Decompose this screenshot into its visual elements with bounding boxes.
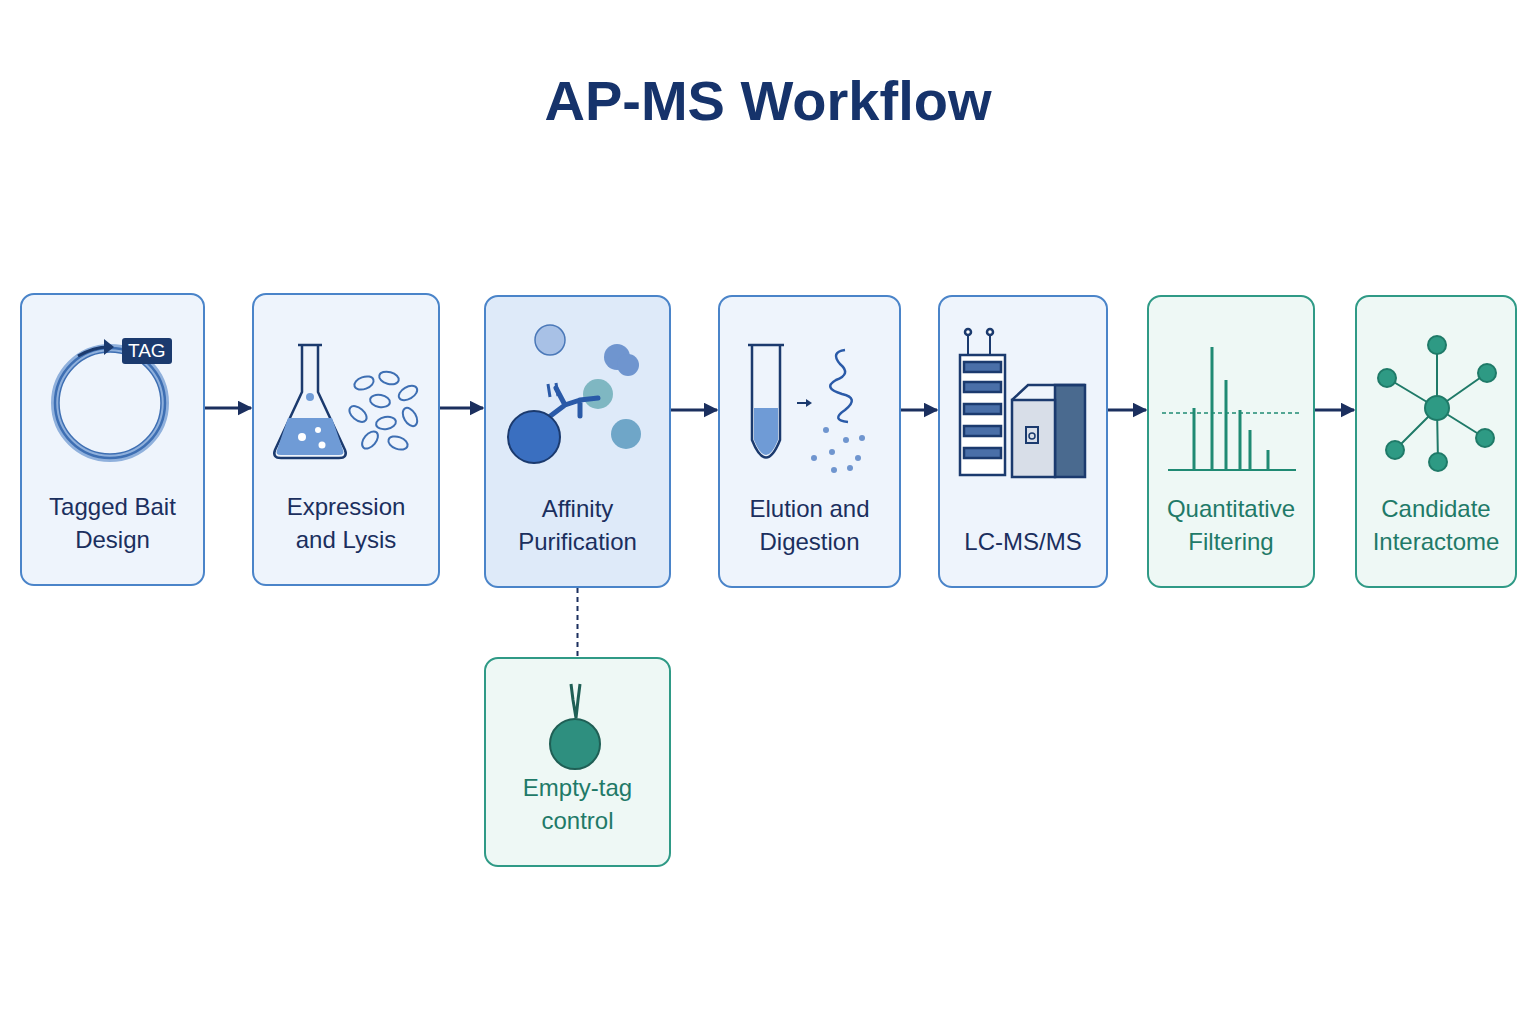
step-label: Empty-tag control: [498, 771, 657, 837]
tube-icon: [748, 345, 865, 473]
step-label: Elution and Digestion: [732, 492, 887, 558]
flow-arrow: [671, 409, 717, 412]
spectrum-icon: [1162, 347, 1302, 470]
flow-arrow: [440, 407, 483, 410]
bait-design-box: Tagged Bait Design: [20, 293, 205, 586]
lcms-box: LC-MS/MS: [938, 295, 1108, 588]
lcms-instrument-icon: [960, 329, 1085, 477]
flask-icon: [274, 345, 346, 458]
step-label: Affinity Purification: [498, 492, 657, 558]
flow-arrow: [901, 409, 937, 412]
step-label: Expression and Lysis: [266, 490, 426, 556]
control-link: [577, 588, 579, 657]
step-label: LC-MS/MS: [964, 525, 1081, 558]
tag-label: TAG: [122, 338, 172, 364]
step-label: Candidate Interactome: [1369, 492, 1503, 558]
network-icon: [1378, 336, 1496, 471]
diagram-title: AP-MS Workflow: [0, 68, 1536, 133]
flow-arrow: [205, 407, 251, 410]
control-box: Empty-tag control: [484, 657, 671, 867]
purification-box: Affinity Purification: [484, 295, 671, 588]
digestion-box: Elution and Digestion: [718, 295, 901, 588]
affinity-bead-icon: [508, 325, 641, 463]
filtering-box: Quantitative Filtering: [1147, 295, 1315, 588]
interactome-box: Candidate Interactome: [1355, 295, 1517, 588]
flow-arrow: [1315, 409, 1354, 412]
step-label: Quantitative Filtering: [1161, 492, 1301, 558]
step-label: Tagged Bait Design: [34, 490, 191, 556]
empty-bead-icon: [550, 684, 600, 769]
flow-arrow: [1108, 409, 1146, 412]
expression-box: Expression and Lysis: [252, 293, 440, 586]
cells-icon: [346, 370, 420, 452]
